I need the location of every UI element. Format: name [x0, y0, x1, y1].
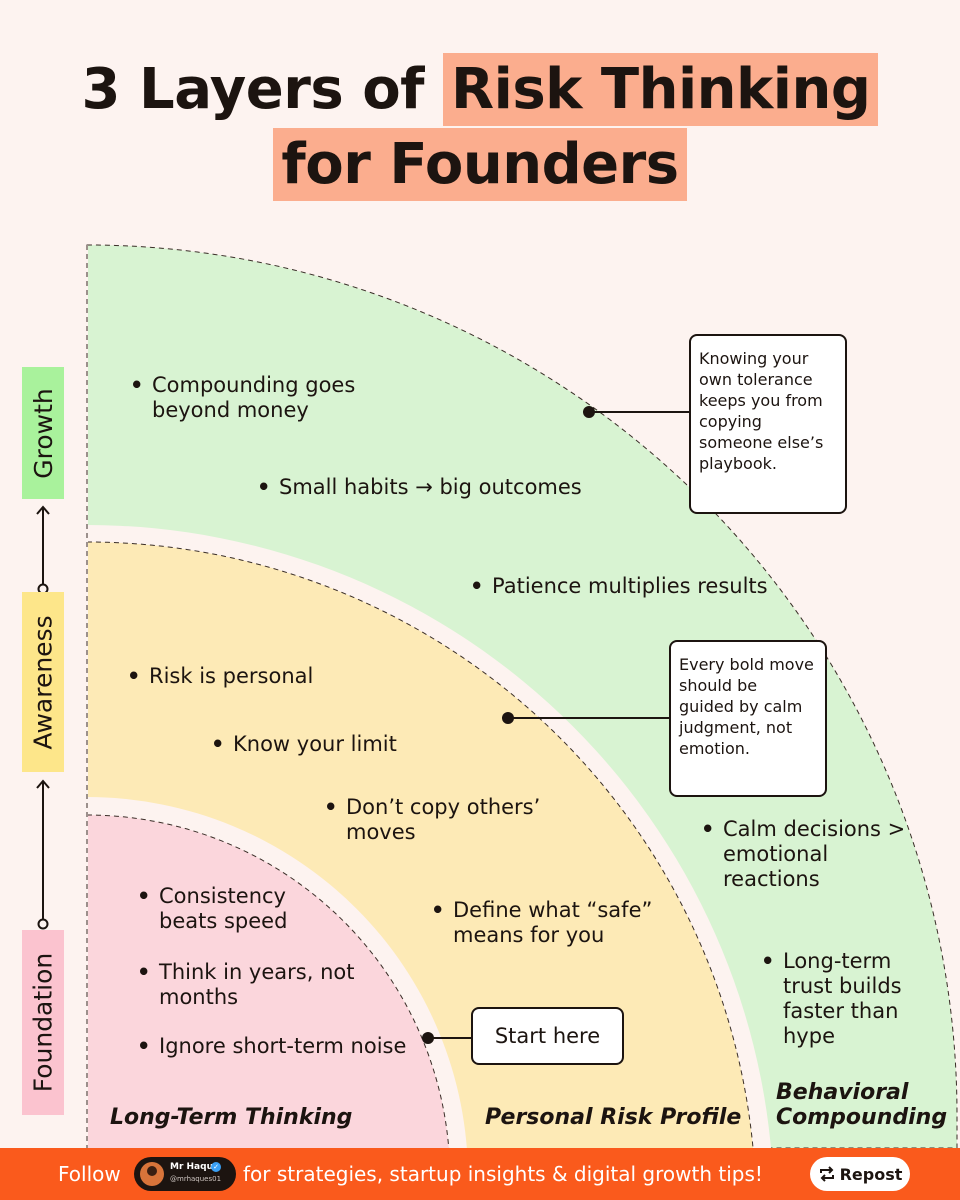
footer-follow-text: Follow — [58, 1162, 121, 1186]
layer-name-long-term: Long-Term Thinking — [110, 1105, 353, 1130]
profile-name: Mr Haque — [170, 1162, 220, 1172]
page-title-line-2: for Founders — [0, 128, 960, 201]
growth-label: Growth — [22, 367, 64, 499]
footer-tagline: for strategies, startup insights & digit… — [243, 1162, 763, 1186]
growth-bullet-habits: Small habits → big outcomes — [257, 475, 582, 500]
awareness-bullet-limit: Know your limit — [211, 732, 397, 757]
page-title-line-1: 3 Layers of Risk Thinking — [0, 53, 960, 126]
foundation-bullet-noise: Ignore short-term noise — [137, 1034, 406, 1059]
layer-name-risk-profile: Personal Risk Profile — [485, 1105, 742, 1130]
avatar — [140, 1162, 164, 1186]
start-here-button[interactable]: Start here — [471, 1007, 624, 1065]
repost-button[interactable]: Repost — [810, 1157, 910, 1191]
title-highlight-2: for Founders — [273, 128, 687, 201]
foundation-label: Foundation — [22, 930, 64, 1115]
title-plain: 3 Layers of — [81, 57, 425, 122]
repost-label: Repost — [839, 1164, 903, 1184]
profile-handle: @mrhaques01 — [170, 1175, 222, 1183]
repost-icon — [819, 1166, 834, 1182]
profile-badge[interactable]: Mr Haque ✓ @mrhaques01 — [134, 1157, 236, 1191]
footer-bar: Follow Mr Haque ✓ @mrhaques01 for strate… — [0, 1148, 960, 1200]
growth-bullet-patience: Patience multiplies results — [470, 574, 768, 599]
title-highlight-1: Risk Thinking — [443, 53, 879, 126]
awareness-label: Awareness — [22, 592, 64, 772]
progression-arrows — [36, 505, 50, 930]
verified-icon: ✓ — [211, 1162, 221, 1172]
awareness-bullet-personal: Risk is personal — [127, 664, 313, 689]
awareness-bullet-copy: Don’t copy others’moves — [324, 795, 540, 845]
awareness-bullet-safe: Define what “safe”means for you — [431, 898, 652, 948]
